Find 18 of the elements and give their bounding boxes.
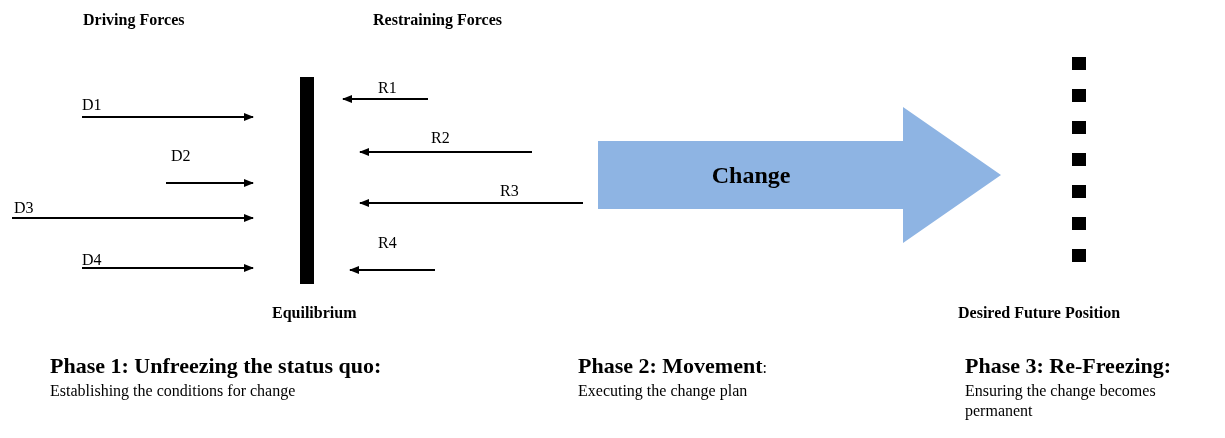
phase-description: Phase 2: Movement: Executing the change plan <box>578 352 768 402</box>
force-label: D3 <box>14 198 34 218</box>
force-label: R2 <box>431 128 450 148</box>
force-label: D2 <box>171 146 191 166</box>
phase-description: Phase 1: Unfreezing the status quo: Establishing the conditions for change <box>50 352 383 402</box>
heading: Equilibrium <box>272 303 357 323</box>
force-label: D4 <box>82 250 102 270</box>
force-label: R4 <box>378 233 397 253</box>
node-label: Change <box>710 161 792 189</box>
force-label: D1 <box>82 95 102 115</box>
heading: Desired Future Position <box>958 303 1121 323</box>
phase-description: Phase 3: Re-Freezing: Ensuring the change becomes permanent <box>965 352 1173 422</box>
heading: Restraining Forces <box>373 10 502 30</box>
force-label: R1 <box>378 78 397 98</box>
heading: Driving Forces <box>83 10 185 30</box>
block-arrow <box>598 107 1001 243</box>
equilibrium-bar <box>300 77 314 284</box>
force-label: R3 <box>500 181 519 201</box>
